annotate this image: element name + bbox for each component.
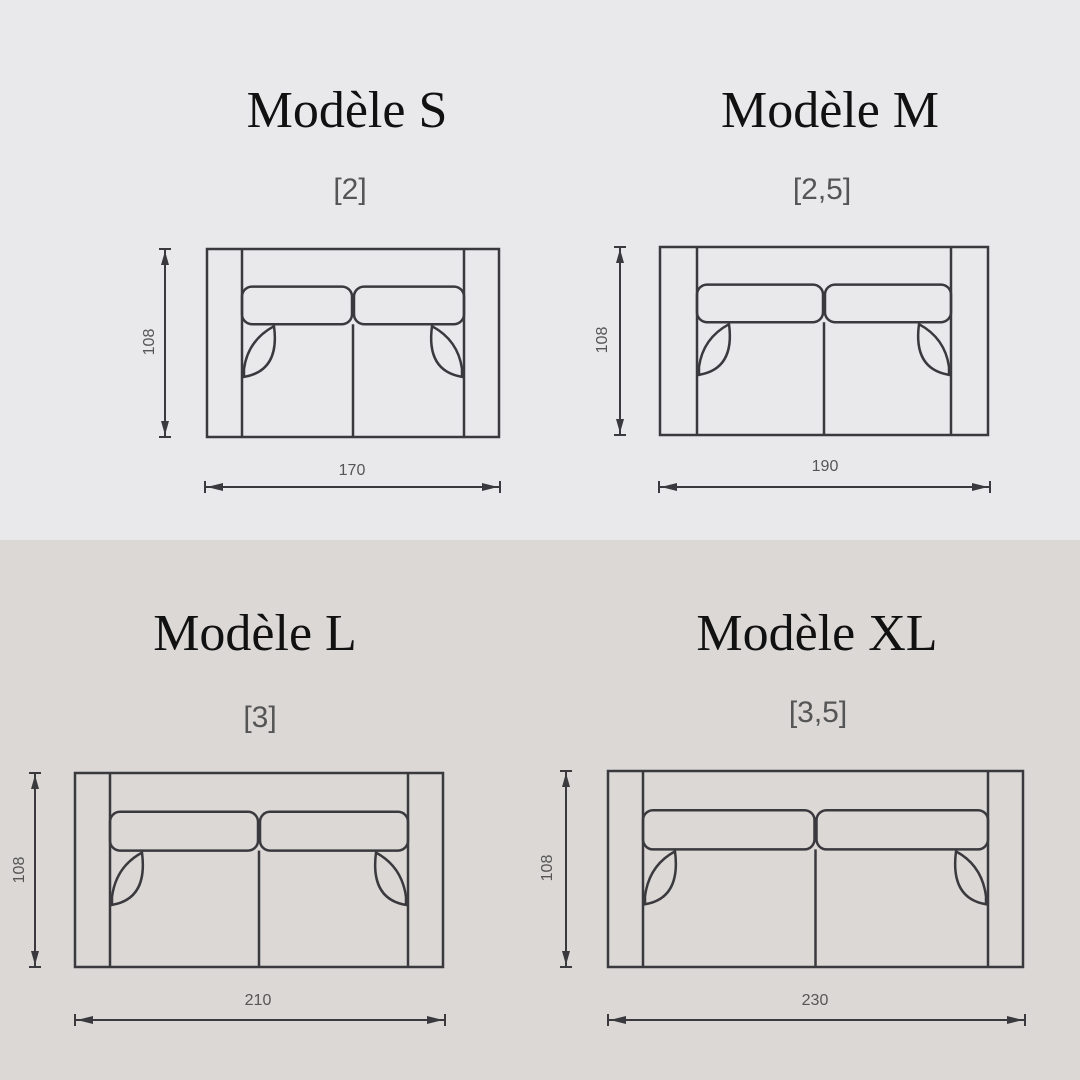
model-m-title: Modèle M xyxy=(720,82,940,139)
back-cushion-left xyxy=(695,283,825,324)
model-s-seats: [2] xyxy=(333,173,367,206)
depth-arrow-up-icon xyxy=(31,775,39,789)
model-xl-title: Modèle XL xyxy=(696,605,938,662)
throw-pillow-left xyxy=(110,850,145,907)
model-xl-width: 230 xyxy=(801,992,829,1009)
model-m-seats: [2,5] xyxy=(792,173,852,206)
back-cushion-right xyxy=(823,283,953,324)
throw-pillow-left xyxy=(697,322,732,377)
width-arrow-right-icon xyxy=(972,483,988,491)
throw-pillow-right xyxy=(429,324,464,379)
model-l-depth: 108 xyxy=(11,856,28,884)
width-arrow-right-icon xyxy=(1007,1016,1023,1024)
throw-pillow-right xyxy=(953,849,988,906)
depth-arrow-down-icon xyxy=(616,419,624,433)
width-arrow-left-icon xyxy=(207,483,223,491)
throw-pillow-left xyxy=(643,849,678,906)
depth-arrow-down-icon xyxy=(562,951,570,965)
throw-pillow-left xyxy=(242,324,277,379)
width-arrow-right-icon xyxy=(427,1016,443,1024)
depth-arrow-up-icon xyxy=(562,773,570,787)
model-s-depth: 108 xyxy=(141,328,158,356)
model-m-depth: 108 xyxy=(594,326,611,354)
top-panel xyxy=(0,0,1080,540)
depth-arrow-down-icon xyxy=(161,421,169,435)
back-cushion-right xyxy=(258,810,410,852)
back-cushion-left xyxy=(108,810,260,852)
width-arrow-right-icon xyxy=(482,483,498,491)
throw-pillow-right xyxy=(373,850,408,907)
back-cushion-right xyxy=(352,285,466,326)
throw-pillow-right xyxy=(916,322,951,377)
model-l-title: Modèle L xyxy=(153,605,357,662)
model-xl-seats: [3,5] xyxy=(788,696,848,729)
width-arrow-left-icon xyxy=(77,1016,93,1024)
depth-arrow-up-icon xyxy=(161,251,169,265)
back-cushion-left xyxy=(641,808,816,851)
model-l-seats: [3] xyxy=(243,701,277,734)
depth-arrow-down-icon xyxy=(31,951,39,965)
model-l-width: 210 xyxy=(244,992,272,1009)
model-s-title: Modèle S xyxy=(246,82,448,139)
back-cushion-right xyxy=(815,808,990,851)
width-arrow-left-icon xyxy=(661,483,677,491)
model-m-width: 190 xyxy=(811,458,839,475)
model-xl-depth: 108 xyxy=(539,854,556,882)
model-s-width: 170 xyxy=(338,462,366,479)
depth-arrow-up-icon xyxy=(616,249,624,263)
back-cushion-left xyxy=(240,285,354,326)
width-arrow-left-icon xyxy=(610,1016,626,1024)
